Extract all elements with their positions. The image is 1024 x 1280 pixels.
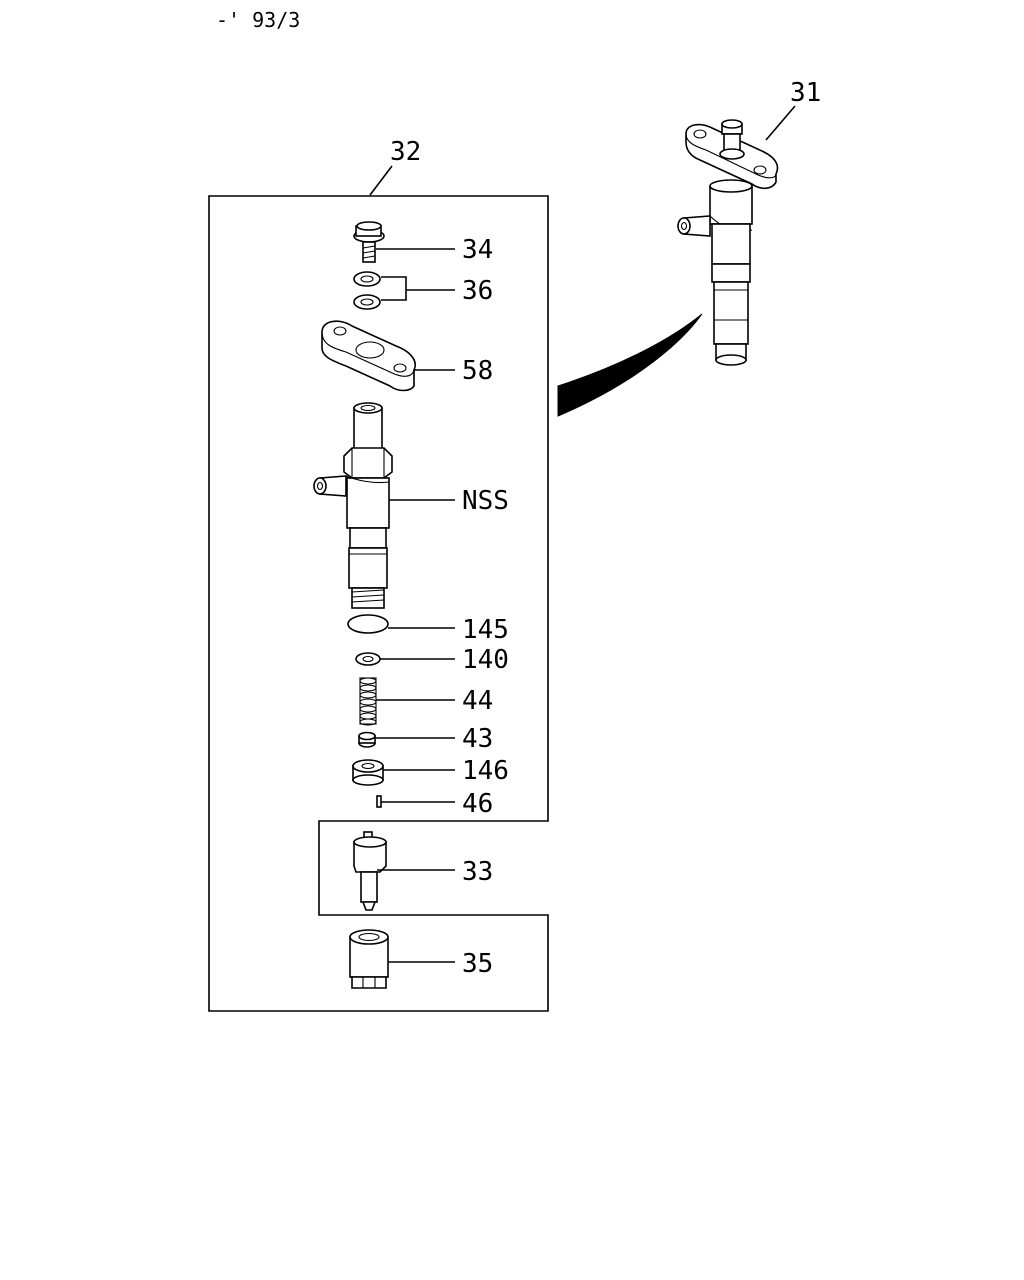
assembled-injector-drawing (677, 119, 779, 366)
o-ring-145-drawing (347, 614, 389, 634)
spring-seat-43-drawing (358, 731, 376, 748)
washers-36-drawing (353, 271, 381, 310)
part-label-33: 33 (462, 857, 493, 887)
part-label-34: 34 (462, 235, 493, 265)
spacer-146-drawing (352, 759, 384, 786)
injector-body-drawing (313, 402, 393, 609)
pin-46-drawing (376, 795, 382, 808)
header-code: -' 93/3 (216, 8, 300, 32)
leader-36 (381, 276, 455, 301)
part-label-44: 44 (462, 686, 493, 716)
nozzle-33-drawing (353, 831, 387, 911)
assembly-leader (369, 165, 393, 196)
assembly-label: 32 (390, 137, 421, 167)
part-label-36: 36 (462, 276, 493, 306)
overview-label: 31 (790, 78, 821, 108)
connection-arrow (557, 313, 703, 417)
part-label-140: 140 (462, 645, 509, 675)
part-label-145: 145 (462, 615, 509, 645)
part-label-58: 58 (462, 356, 493, 386)
retaining-nut-35-drawing (349, 929, 389, 989)
flange-58-drawing (321, 320, 416, 392)
part-label-46: 46 (462, 789, 493, 819)
assembly-frame (208, 195, 549, 1012)
spring-44-drawing (359, 677, 377, 726)
part-label-nss: NSS (462, 486, 509, 516)
overview-leader (765, 105, 796, 141)
bolt-34-drawing (353, 221, 385, 263)
part-label-146: 146 (462, 756, 509, 786)
washer-140-drawing (355, 652, 381, 666)
part-label-43: 43 (462, 724, 493, 754)
part-label-35: 35 (462, 949, 493, 979)
